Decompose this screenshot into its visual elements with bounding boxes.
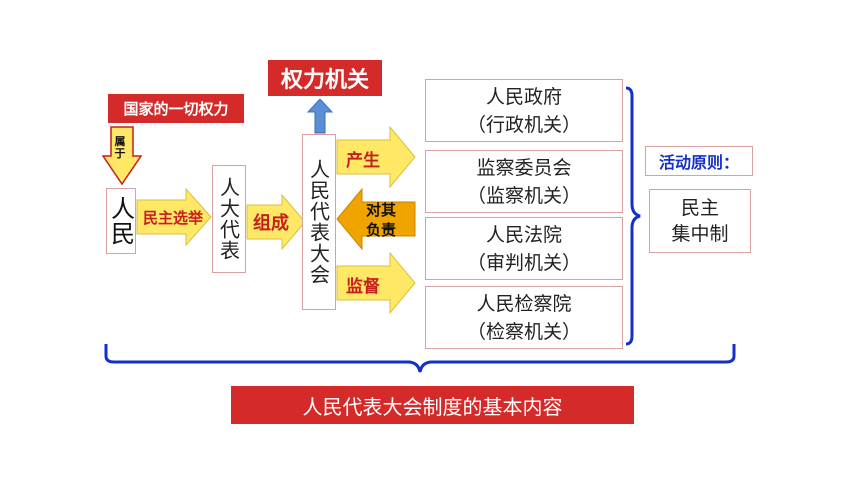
npc-deputies-box: 人大代表 (212, 165, 246, 273)
organ-type: （审判机关） (466, 251, 581, 274)
organ-name: 人民检察院 (476, 292, 572, 315)
footer-title: 人民代表大会制度的基本内容 (231, 386, 634, 424)
principle-line2: 集中制 (671, 223, 729, 245)
people-box: 人民 (106, 188, 136, 254)
supervise-label: 监督 (346, 276, 380, 297)
organ-name: 人民政府 (485, 85, 562, 108)
all-power-label: 国家的一切权力 (108, 94, 244, 123)
belongs-down-arrow (102, 126, 142, 186)
belongs-label: 属于 (114, 135, 126, 160)
organ-type: （行政机关） (466, 113, 581, 136)
responsible-line1: 对其 (365, 201, 396, 219)
organ-type: （检察机关） (466, 320, 581, 343)
organ-box-government: 人民政府 （行政机关） (425, 79, 623, 142)
compose-label: 组成 (253, 213, 289, 234)
organ-name: 人民法院 (485, 223, 562, 246)
supervise-arrow (336, 252, 416, 314)
responsible-arrow (336, 188, 416, 250)
up-arrow-icon (306, 99, 334, 134)
bottom-brace (104, 344, 736, 373)
democratic-election-arrow (136, 188, 212, 246)
produce-label: 产生 (346, 150, 380, 171)
power-organ-title: 权力机关 (268, 60, 382, 96)
responsible-label: 对其 负责 (356, 198, 406, 242)
produce-arrow (336, 126, 416, 188)
principle-box: 民主 集中制 (649, 189, 751, 253)
organ-box-court: 人民法院 （审判机关） (425, 217, 623, 280)
organ-box-supervision: 监察委员会 （监察机关） (425, 150, 623, 213)
npc-box: 人民代表大会 (302, 134, 336, 310)
compose-arrow (246, 194, 306, 250)
democratic-election-label: 民主选举 (142, 208, 203, 227)
responsible-line2: 负责 (365, 221, 396, 239)
organ-box-procuratorate: 人民检察院 （检察机关） (425, 286, 623, 349)
principle-line1: 民主 (680, 197, 719, 219)
organ-type: （监察机关） (466, 184, 581, 207)
organ-name: 监察委员会 (476, 156, 572, 179)
organs-bracket (625, 86, 641, 346)
activity-principle-label: 活动原则： (645, 146, 753, 176)
